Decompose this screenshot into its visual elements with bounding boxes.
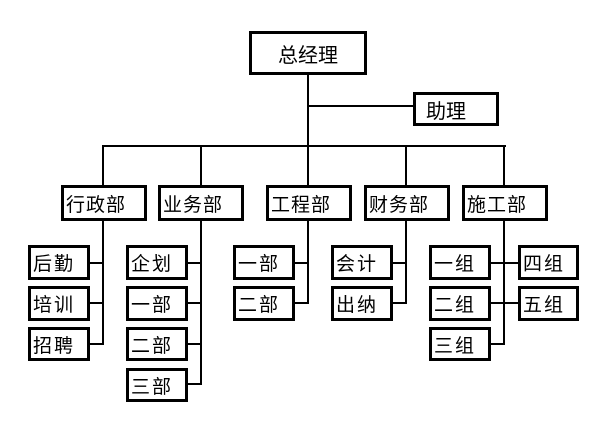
node-general-manager: 总经理 — [249, 31, 367, 75]
connector-construction-trunk — [503, 220, 505, 345]
connector-admin-trunk — [102, 220, 104, 345]
connector-dept-business — [200, 145, 202, 186]
node-engineering-unit-1: 一部 — [233, 245, 295, 280]
connector-assistant — [308, 105, 414, 107]
connector-admin-child — [89, 262, 103, 264]
connector-dept-finance — [405, 145, 407, 186]
node-dept-admin: 行政部 — [61, 185, 147, 221]
connector-business-child — [187, 383, 201, 385]
node-construction-group-1: 一组 — [429, 245, 491, 280]
node-admin-recruiting: 招聘 — [28, 327, 90, 361]
connector-finance-child — [392, 262, 406, 264]
node-dept-business: 业务部 — [158, 185, 244, 221]
node-finance-cashier: 出纳 — [331, 286, 393, 321]
node-assistant: 助理 — [413, 92, 499, 126]
connector-root-down — [307, 74, 309, 147]
node-finance-accounting: 会计 — [331, 245, 393, 280]
node-engineering-unit-2: 二部 — [233, 286, 295, 321]
node-dept-construction: 施工部 — [462, 185, 548, 221]
node-business-unit-2: 二部 — [126, 327, 188, 361]
connector-dept-engineering — [307, 145, 309, 186]
connector-admin-child — [89, 302, 103, 304]
node-business-unit-1: 一部 — [126, 286, 188, 321]
node-admin-training: 培训 — [28, 286, 90, 321]
node-dept-finance: 财务部 — [364, 185, 450, 221]
connector-departments-bar — [102, 145, 506, 147]
connector-finance-child — [392, 302, 406, 304]
connector-dept-admin — [102, 145, 104, 186]
node-construction-group-4: 四组 — [518, 245, 579, 280]
connector-finance-trunk — [405, 220, 407, 304]
node-admin-logistics: 后勤 — [28, 245, 90, 280]
connector-construction-child — [490, 343, 504, 345]
node-construction-group-3: 三组 — [429, 327, 491, 361]
node-construction-group-5: 五组 — [518, 286, 579, 321]
connector-business-child — [187, 343, 201, 345]
node-business-planning: 企划 — [126, 245, 188, 280]
connector-admin-child — [89, 343, 103, 345]
node-construction-group-2: 二组 — [429, 286, 491, 321]
node-dept-engineering: 工程部 — [266, 185, 352, 221]
node-business-unit-3: 三部 — [126, 368, 188, 402]
connector-engineering-trunk — [307, 220, 309, 304]
connector-engineering-child — [294, 302, 308, 304]
connector-business-child — [187, 262, 201, 264]
connector-business-trunk — [200, 220, 202, 385]
connector-business-child — [187, 302, 201, 304]
connector-dept-construction — [503, 145, 505, 186]
connector-engineering-child — [294, 262, 308, 264]
connector-construction-child — [490, 302, 520, 304]
connector-construction-child — [490, 262, 520, 264]
